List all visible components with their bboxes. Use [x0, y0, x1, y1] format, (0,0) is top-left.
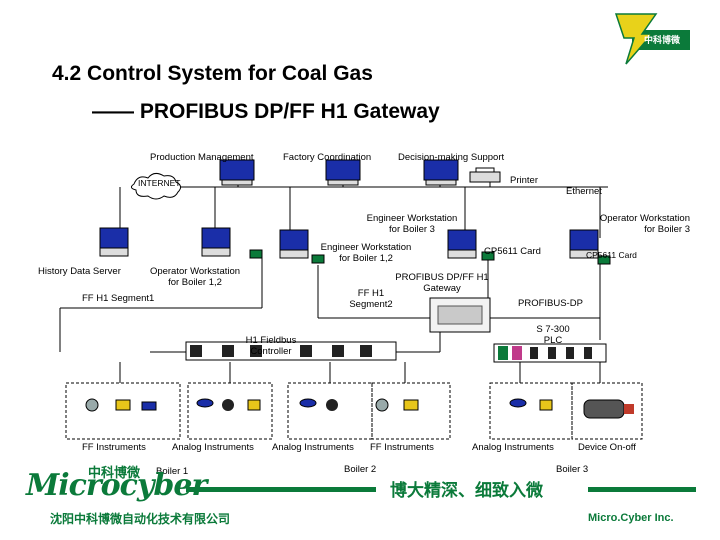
- decision-making-label: Decision-making Support: [398, 152, 505, 163]
- computer-operator-boiler12-icon: [201, 227, 263, 259]
- ff-instruments-box-1: [65, 382, 181, 440]
- boiler1-label: Boiler 1: [156, 466, 189, 477]
- printer-icon: [469, 167, 501, 183]
- ff-instruments-label-2: FF Instruments: [370, 442, 434, 453]
- ff-instrument-icons-2: [375, 398, 419, 412]
- computer-factory-icon: [325, 159, 361, 186]
- computer-production-icon: [219, 159, 255, 186]
- analog-instruments-box-1: [187, 382, 273, 440]
- brand-logo-cn: 中科博微: [88, 466, 141, 481]
- analog-instrument-icons-3: [509, 398, 553, 411]
- h1-controller-rack-icon: [185, 341, 397, 361]
- corner-logo-text: 中科博微: [644, 36, 681, 46]
- analog-instrument-icons-1: [196, 398, 261, 411]
- engineer-ws-boiler12-label: Engineer Workstation for Boiler 1,2: [320, 242, 412, 264]
- analog-instruments-label-1: Analog Instruments: [172, 442, 254, 453]
- production-management-label: Production Management: [150, 152, 254, 163]
- operator-ws-boiler12-label: Operator Workstation for Boiler 1,2: [149, 266, 241, 288]
- analog-instruments-box-2: [287, 382, 373, 440]
- computer-decision-icon: [423, 159, 459, 186]
- computer-engineer-boiler3-icon: [447, 229, 495, 261]
- cp5611-card-label-b: CP5611 Card: [586, 250, 637, 260]
- copyright-label: Micro.Cyber Inc.: [588, 512, 674, 524]
- device-on-off-box: [571, 382, 643, 440]
- ff-h1-segment2-label: FF H1 Segment2: [349, 288, 393, 310]
- device-on-off-icon: [583, 399, 634, 419]
- computer-engineer-boiler12-icon: [279, 229, 325, 264]
- factory-coordination-label: Factory Coordination: [283, 152, 372, 163]
- ff-instruments-box-2: [371, 382, 451, 440]
- brand-logo-en: Microcyber: [26, 468, 207, 503]
- gateway-device-icon: [429, 297, 491, 333]
- history-data-server-label: History Data Server: [38, 266, 121, 277]
- engineer-ws-boiler3-label: Engineer Workstation for Boiler 3: [366, 213, 458, 235]
- internet-cloud-icon: [130, 172, 182, 200]
- boiler3-label: Boiler 3: [556, 464, 589, 475]
- profibus-gateway-label: PROFIBUS DP/FF H1 Gateway: [395, 272, 489, 294]
- ethernet-label: Ethernet: [566, 186, 602, 197]
- analog-instruments-label-3: Analog Instruments: [472, 442, 554, 453]
- boiler2-label: Boiler 2: [344, 464, 377, 475]
- computer-operator-boiler3-icon: [569, 229, 611, 265]
- analog-instruments-box-3: [489, 382, 573, 440]
- corner-logo: [612, 8, 692, 66]
- analog-instruments-label-2: Analog Instruments: [272, 442, 354, 453]
- operator-ws-boiler3-label: Operator Workstation for Boiler 3: [599, 213, 690, 235]
- profibus-dp-label: PROFIBUS-DP: [518, 298, 583, 309]
- company-name: 沈阳中科博微自动化技术有限公司: [50, 512, 231, 526]
- brand-slogan: 博大精深、细致入微: [390, 481, 543, 501]
- computer-history-server-icon: [99, 227, 129, 257]
- s7-300-plc-icon: [493, 343, 607, 363]
- printer-label: Printer: [510, 175, 538, 186]
- device-on-off-label: Device On-off: [578, 442, 636, 453]
- ff-h1-segment1-label: FF H1 Segment1: [82, 293, 155, 304]
- cp5611-card-label-a: CP5611 Card: [484, 246, 541, 257]
- internet-label: INTERNET: [138, 178, 181, 188]
- analog-instrument-icons-2: [299, 398, 338, 411]
- h1-fieldbus-controller-label: H1 Fieldbus Controller: [245, 335, 297, 357]
- ff-instrument-icons-1: [85, 398, 157, 412]
- ff-instruments-label-1: FF Instruments: [82, 442, 146, 453]
- slide-title-line1: 4.2 Control System for Coal Gas: [52, 62, 373, 85]
- s7-300-plc-label: S 7-300 PLC: [536, 324, 570, 346]
- slide-title-line2: —— PROFIBUS DP/FF H1 Gateway: [92, 100, 440, 123]
